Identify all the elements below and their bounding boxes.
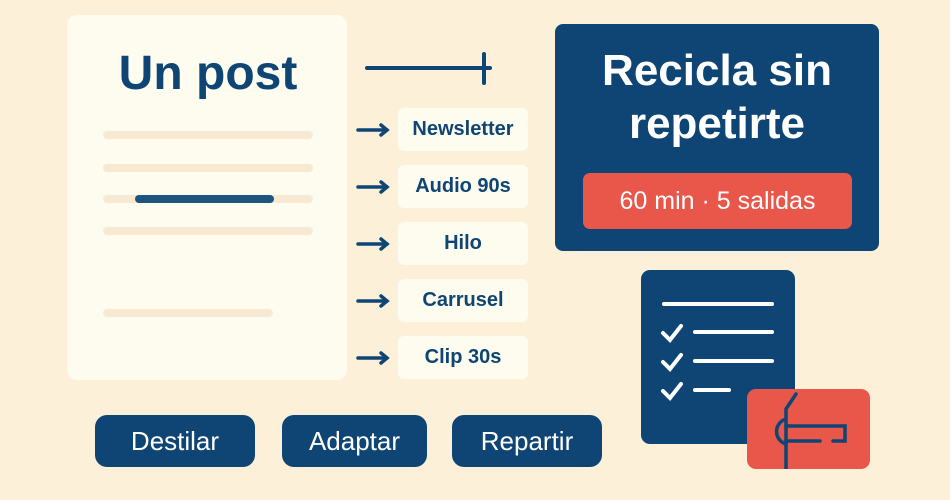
- text-line: [103, 309, 273, 317]
- arrow-right-icon: [356, 237, 390, 251]
- output-chip: Newsletter: [398, 108, 528, 151]
- repartir-button[interactable]: Repartir: [452, 415, 602, 467]
- output-chip: Carrusel: [398, 279, 528, 322]
- output-chip: Clip 30s: [398, 336, 528, 379]
- output-chip: Audio 90s: [398, 165, 528, 208]
- adaptar-button[interactable]: Adaptar: [282, 415, 427, 467]
- document-title: Un post: [118, 47, 298, 100]
- time-badge: 60 min · 5 salidas: [583, 173, 852, 229]
- text-line: [103, 227, 313, 235]
- text-line: [103, 131, 313, 139]
- arrow-right-icon: [356, 351, 390, 365]
- arrow-right-icon: [356, 123, 390, 137]
- destilar-button[interactable]: Destilar: [95, 415, 255, 467]
- arrow-right-icon: [356, 294, 390, 308]
- headline-line-2: repetirte: [628, 99, 806, 148]
- highlighted-line: [135, 195, 274, 203]
- arrow-right-icon: [356, 180, 390, 194]
- connector-line: [365, 52, 492, 85]
- text-line: [103, 164, 313, 172]
- signature-card-icon: [747, 389, 870, 469]
- output-chip: Hilo: [398, 222, 528, 265]
- headline-line-1: Recicla sin: [602, 46, 832, 95]
